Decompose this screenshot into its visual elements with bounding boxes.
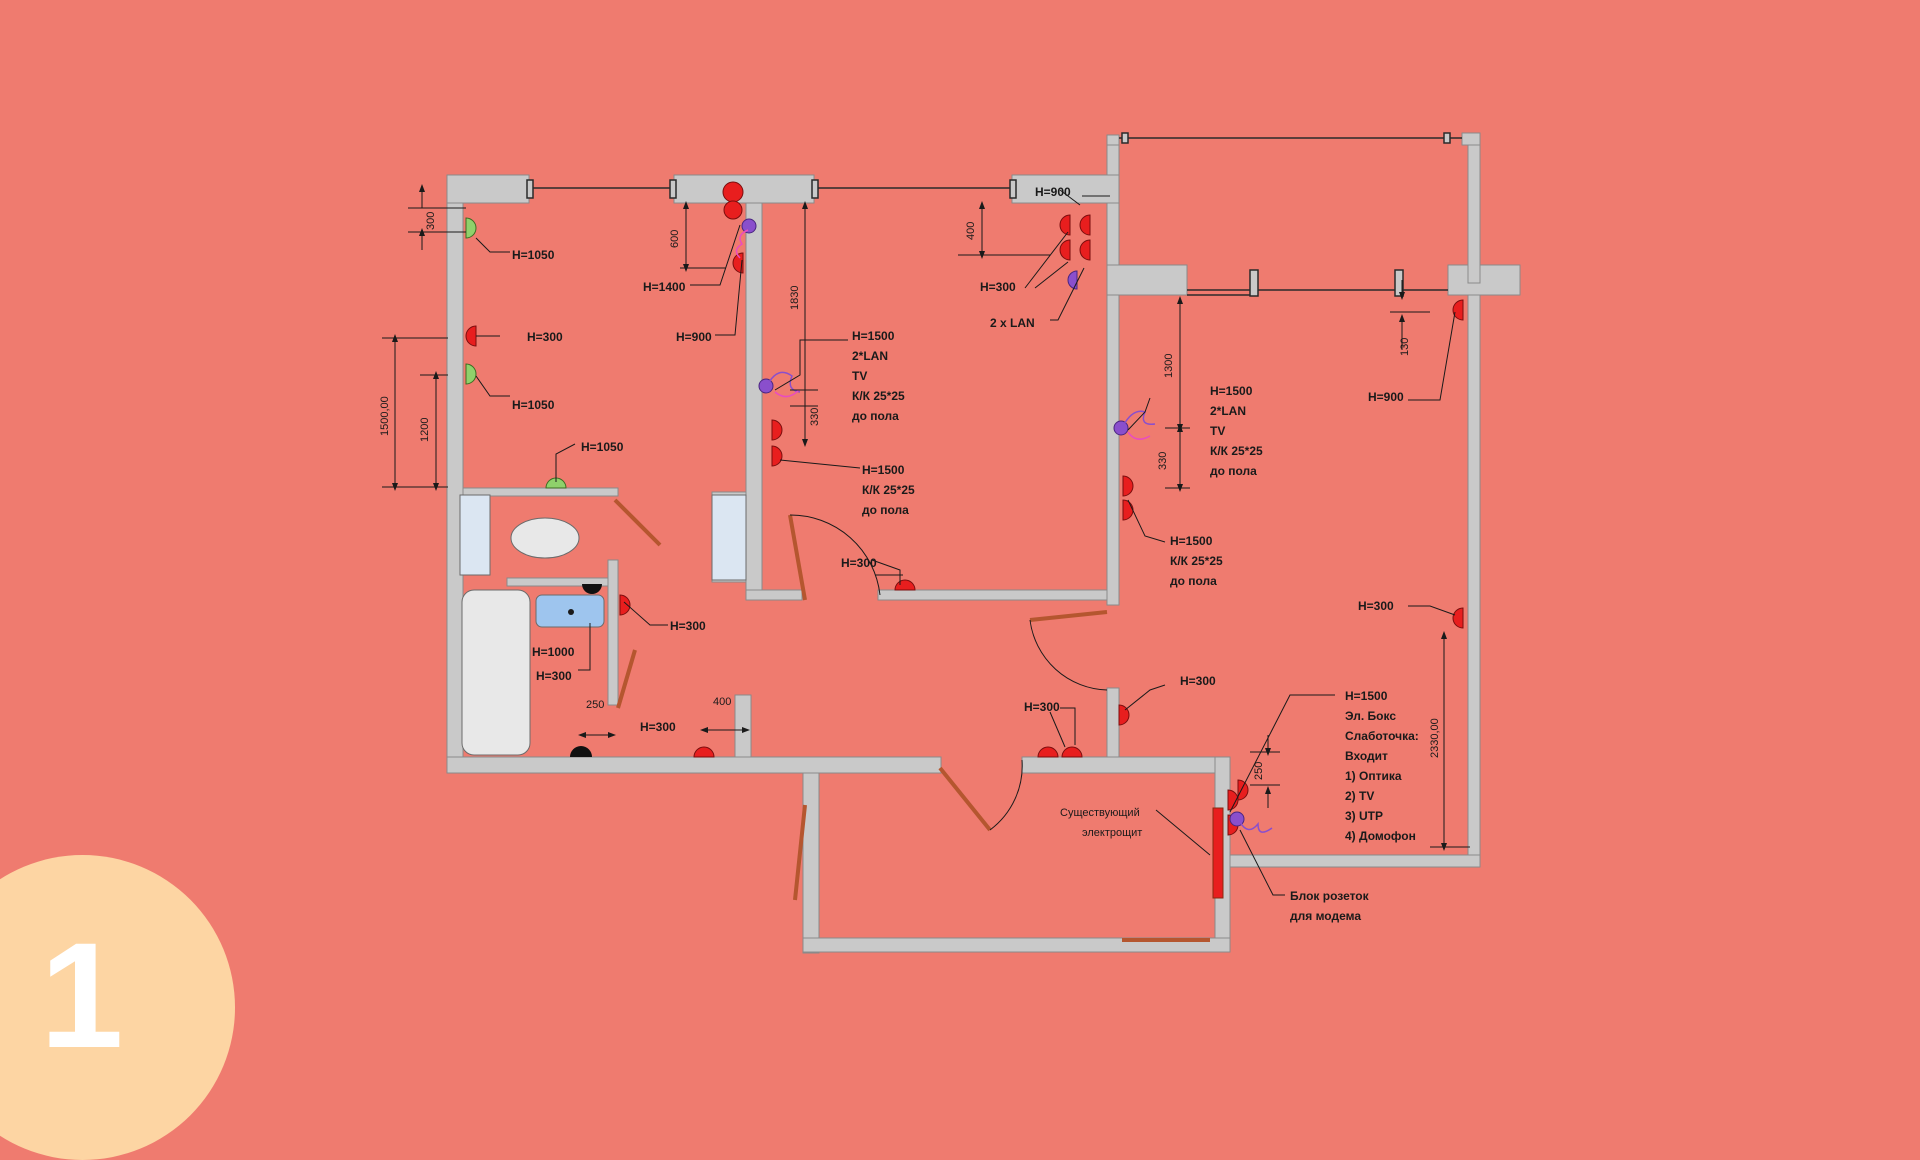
sockets bbox=[465, 181, 1464, 836]
switch bbox=[465, 217, 477, 239]
socket bbox=[894, 579, 916, 591]
dim-600: 600 bbox=[669, 230, 681, 248]
label-el-box: H=1500 Эл. Бокс Слаботочка: Входит 1) Оп… bbox=[1345, 689, 1422, 843]
dim-1500: 1500,00 bbox=[379, 396, 391, 436]
switches bbox=[465, 217, 567, 489]
label-h1050-c: H=1050 bbox=[581, 440, 624, 454]
label-h900-c: H=900 bbox=[1368, 390, 1404, 404]
socket bbox=[1061, 746, 1083, 758]
label-h300-h: H=300 bbox=[1180, 674, 1216, 688]
dim-250-bath: 250 bbox=[586, 699, 604, 711]
label-h300-g: H=300 bbox=[1024, 700, 1060, 714]
switch bbox=[465, 363, 477, 385]
socket bbox=[771, 419, 783, 441]
lan-points bbox=[741, 218, 1245, 827]
dim-330-a: 330 bbox=[809, 408, 821, 426]
socket bbox=[1452, 607, 1464, 629]
lan-point bbox=[1067, 270, 1078, 290]
dim-250-box: 250 bbox=[1253, 762, 1265, 780]
label-h300-c: H=300 bbox=[980, 280, 1016, 294]
label-h300-e: H=300 bbox=[536, 669, 572, 683]
label-kk-block-a: H=1500 К/К 25*25 до пола bbox=[862, 463, 918, 517]
socket bbox=[1227, 789, 1239, 811]
dim-400-top: 400 bbox=[965, 222, 977, 240]
socket bbox=[1452, 299, 1464, 321]
dim-1300: 1300 bbox=[1163, 354, 1175, 378]
dim-2330: 2330,00 bbox=[1429, 718, 1441, 758]
doors bbox=[613, 498, 1224, 942]
label-lan-block-a: H=1500 2*LAN TV К/К 25*25 до пола bbox=[852, 329, 908, 423]
lan-point bbox=[1113, 420, 1129, 436]
dim-330-b: 330 bbox=[1157, 452, 1169, 470]
label-lan-block-b: H=1500 2*LAN TV К/К 25*25 до пола bbox=[1210, 384, 1266, 478]
label-h1050-b: H=1050 bbox=[512, 398, 555, 412]
label-h1000: H=1000 bbox=[532, 645, 575, 659]
label-panel: Существующий электрощит bbox=[1060, 807, 1143, 839]
socket bbox=[771, 445, 783, 467]
switch bbox=[545, 477, 567, 489]
socket bbox=[1079, 214, 1091, 236]
slide-number: 1 bbox=[40, 911, 124, 1079]
socket bbox=[465, 325, 477, 347]
socket bbox=[1122, 499, 1134, 521]
windows bbox=[526, 132, 1462, 297]
dim-1200: 1200 bbox=[419, 418, 431, 442]
bathtub bbox=[461, 589, 531, 756]
dim-130: 130 bbox=[1399, 338, 1411, 356]
socket bbox=[1059, 239, 1071, 261]
dim-300: 300 bbox=[425, 212, 437, 230]
label-h300-b: H=300 bbox=[841, 556, 877, 570]
label-2x-lan: 2 x LAN bbox=[990, 316, 1035, 330]
label-h1050-a: H=1050 bbox=[512, 248, 555, 262]
label-h300-f: H=300 bbox=[640, 720, 676, 734]
lan-point bbox=[758, 378, 774, 394]
dim-400-bottom: 400 bbox=[713, 696, 731, 708]
socket bbox=[1237, 779, 1249, 801]
socket bbox=[1037, 746, 1059, 758]
socket bbox=[723, 200, 743, 220]
label-h300-d: H=300 bbox=[1358, 599, 1394, 613]
socket bbox=[732, 252, 744, 274]
label-h900-a: H=900 bbox=[676, 330, 712, 344]
socket bbox=[1079, 239, 1091, 261]
label-modem: Блок розеток для модема bbox=[1290, 889, 1372, 923]
socket bbox=[619, 594, 631, 616]
dimension-lines bbox=[382, 184, 1470, 851]
label-h300-bath: H=300 bbox=[670, 619, 706, 633]
socket bbox=[693, 746, 715, 758]
socket bbox=[1122, 475, 1134, 497]
label-h300-a: H=300 bbox=[527, 330, 563, 344]
bathroom-fixtures bbox=[459, 494, 747, 756]
socket bbox=[1118, 704, 1130, 726]
label-h900-b: H=900 bbox=[1035, 185, 1071, 199]
socket bbox=[1059, 214, 1071, 236]
leader-lines bbox=[475, 189, 1456, 896]
bathroom-points bbox=[570, 584, 602, 757]
floor-plan: 300 600 1830 400 1500,00 1200 330 1300 3… bbox=[379, 132, 1521, 954]
dim-1830: 1830 bbox=[789, 286, 801, 310]
label-kk-block-b: H=1500 К/К 25*25 до пола bbox=[1170, 534, 1226, 588]
label-h1400: H=1400 bbox=[643, 280, 686, 294]
socket bbox=[722, 181, 744, 203]
lan-point bbox=[741, 218, 757, 234]
